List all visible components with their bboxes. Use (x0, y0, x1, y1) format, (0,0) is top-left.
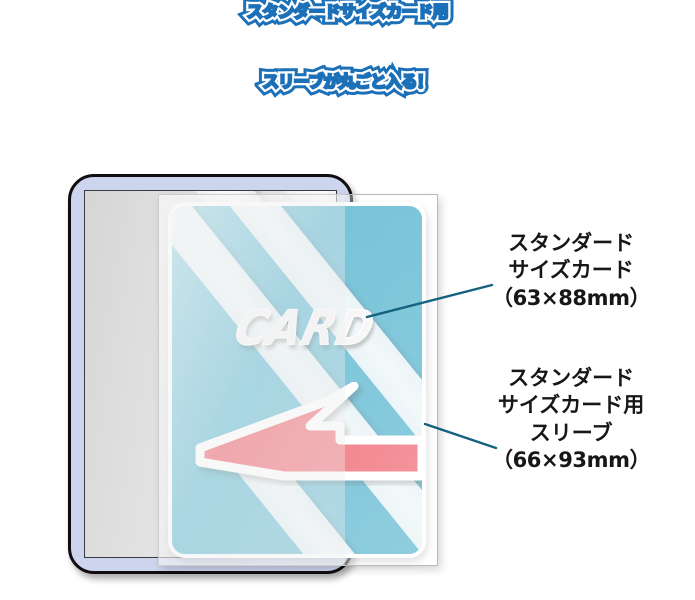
headline-line-1-outline: スタンダードサイズカード用 (240, 0, 455, 26)
headline-line-2-outline: スリーブが丸ごと入る！ (256, 67, 439, 97)
headline-line-1-core: スタンダードサイズカード用 (246, 2, 450, 21)
product-diagram: CARD スタンダード サイズカード （63×88mm） スタンダード サイズカ… (0, 150, 695, 600)
card-sleeve (158, 194, 438, 566)
annotation-sleeve-line-2: サイズカード用 (497, 393, 645, 418)
headline-line-1: スタンダードサイズカード用 スタンダードサイズカード用 スタンダードサイズカード… (0, 0, 695, 68)
annotation-sleeve-line-1: スタンダード (508, 366, 635, 390)
headline-line-2-white: スリーブが丸ごと入る！ (259, 70, 436, 94)
annotation-sleeve: スタンダード サイズカード用 スリーブ （66×93mm） (492, 365, 651, 474)
headline: スタンダードサイズカード用 スタンダードサイズカード用 スタンダードサイズカード… (0, 0, 695, 144)
headline-line-2-core: スリーブが丸ごと入る！ (261, 72, 434, 91)
annotation-card-dimension: （63×88mm） (492, 285, 651, 310)
annotation-card: スタンダード サイズカード （63×88mm） (492, 230, 651, 312)
annotation-sleeve-line-3: スリーブ (529, 420, 613, 445)
annotation-card-line-1: スタンダード (508, 231, 635, 255)
annotation-card-line-2: サイズカード (508, 258, 634, 283)
headline-line-2: スリーブが丸ごと入る！ スリーブが丸ごと入る！ スリーブが丸ごと入る！ スリーブ… (0, 67, 695, 138)
sleeve-gloss (159, 195, 437, 565)
annotation-sleeve-dimension: （66×93mm） (492, 447, 651, 472)
headline-line-1-white: スタンダードサイズカード用 (243, 0, 452, 23)
